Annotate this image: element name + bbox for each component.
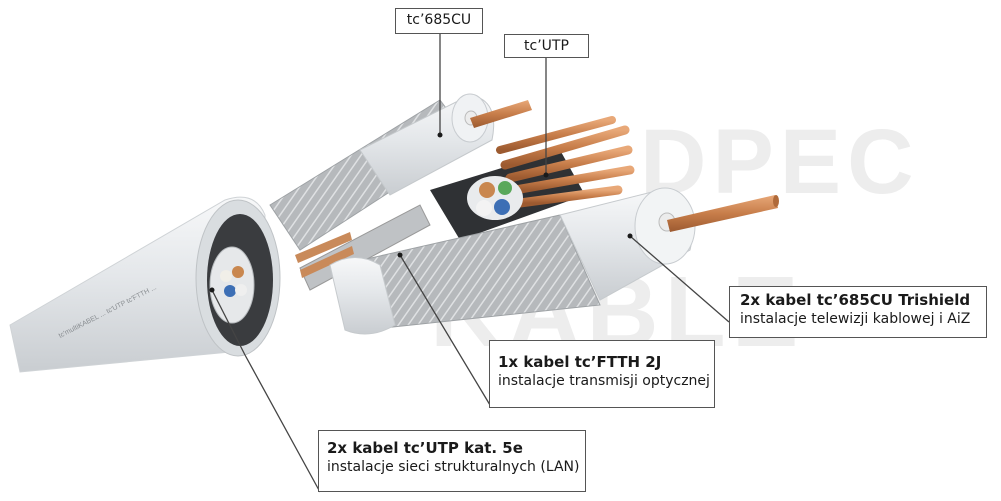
callout-coax-title: 2x kabel tc’685CU Trishield: [740, 291, 971, 309]
callout-coax-subtitle: instalacje telewizji kablowej i AiZ: [740, 311, 971, 327]
callout-coax: 2x kabel tc’685CU Trishield instalacje t…: [729, 286, 987, 338]
callout-utp-title: 2x kabel tc’UTP kat. 5e: [327, 439, 523, 457]
callout-utp-subtitle: instalacje sieci strukturalnych (LAN): [327, 459, 580, 475]
callout-utp: 2x kabel tc’UTP kat. 5e instalacje sieci…: [318, 430, 586, 492]
label-tcutp: tc’UTP: [504, 34, 589, 58]
label-tc685cu: tc’685CU: [395, 8, 483, 34]
leader-lines: [211, 34, 730, 493]
callout-ftth: 1x kabel tc’FTTH 2J instalacje transmisj…: [489, 340, 715, 408]
callout-ftth-title: 1x kabel tc’FTTH 2J: [498, 353, 662, 371]
callout-ftth-subtitle: instalacje transmisji optycznej: [498, 373, 710, 389]
